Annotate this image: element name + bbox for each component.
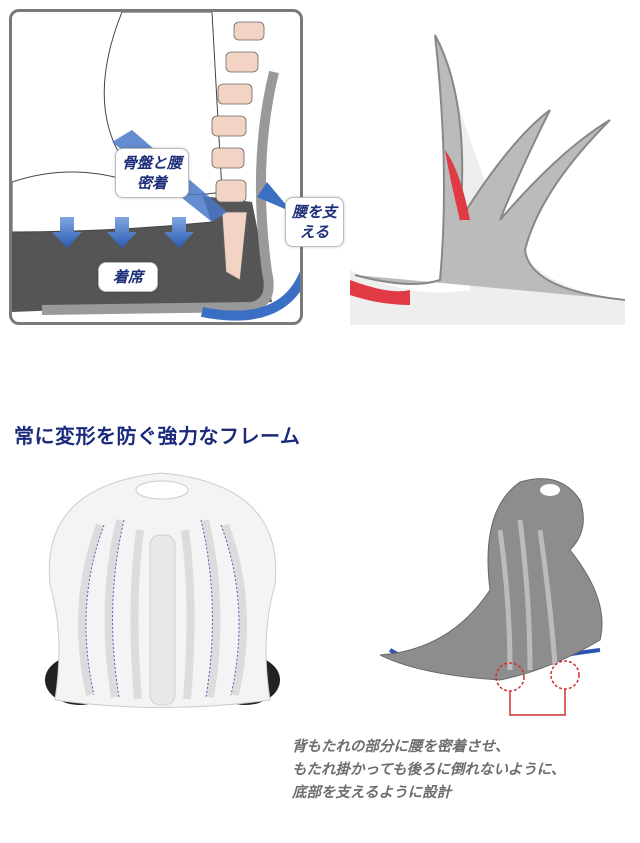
backrest-front-illustration xyxy=(45,472,280,708)
backrest-side-illustration xyxy=(380,478,603,716)
section-heading: 常に変形を防ぐ強力なフレーム xyxy=(14,424,301,448)
label-support-line1: 腰を支 xyxy=(292,203,338,221)
posture-diagram xyxy=(9,9,303,325)
caption-line1: 背もたれの部分に腰を密着させ、 xyxy=(292,739,510,755)
caption-line3: 底部を支えるように設計 xyxy=(292,785,452,801)
arrow-down-icons xyxy=(52,217,194,248)
caption-line2: もたれ掛かっても後ろに倒れないように、 xyxy=(292,762,566,778)
label-seat: 着席 xyxy=(98,262,159,292)
label-pelvis-line2: 密着 xyxy=(137,174,168,192)
label-support-line2: える xyxy=(299,223,330,241)
label-pelvis-line1: 骨盤と腰 xyxy=(122,154,183,172)
caption: 背もたれの部分に腰を密着させ、 もたれ掛かっても後ろに倒れないように、 底部を支… xyxy=(292,736,565,805)
label-pelvis-lumbar: 骨盤と腰 密着 xyxy=(115,148,190,198)
frame-flex-illustration xyxy=(350,34,625,325)
label-lumbar-support: 腰を支 える xyxy=(285,197,345,247)
